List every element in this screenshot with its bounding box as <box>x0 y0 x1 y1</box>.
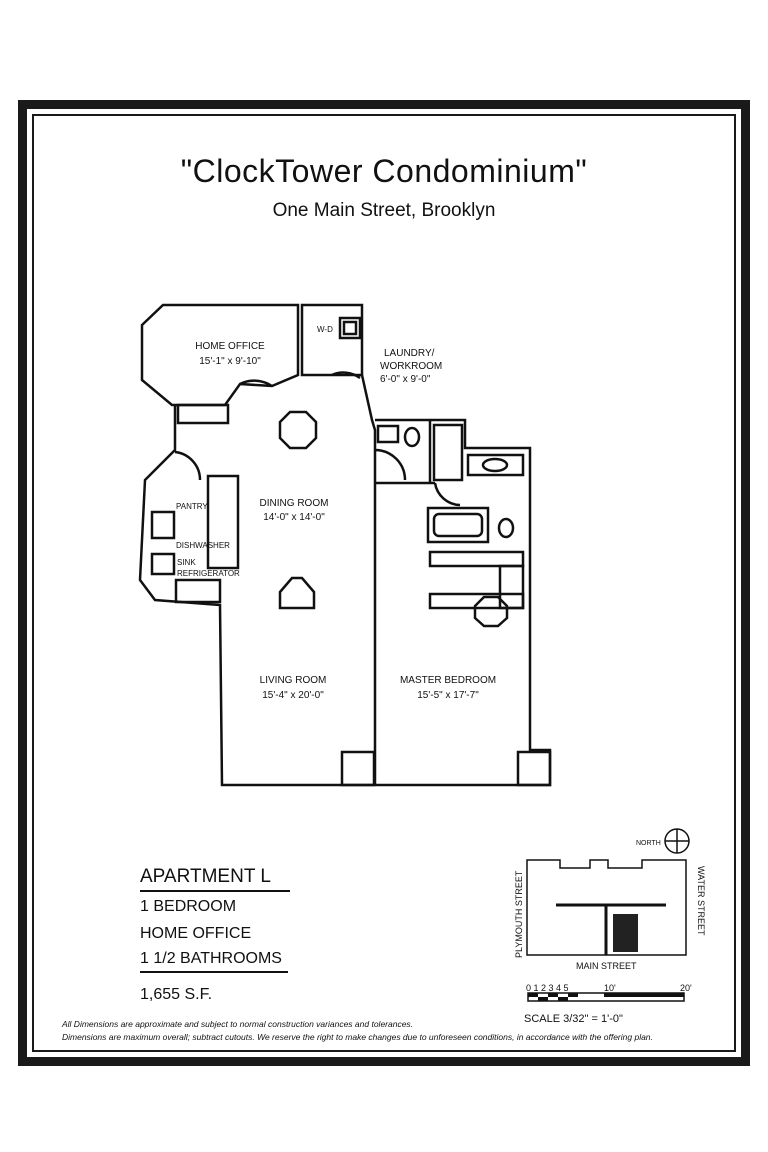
address-subtitle: One Main Street, Brooklyn <box>272 200 496 221</box>
vanity <box>466 453 525 477</box>
site-building-outline <box>526 859 687 956</box>
label-home-office: HOME OFFICE <box>195 341 265 352</box>
size-home-office: 15'-1" x 9'-10" <box>199 356 261 367</box>
closet-1 <box>428 550 525 568</box>
washer-dryer-box <box>338 316 362 340</box>
column-dining <box>278 410 318 450</box>
label-living: LIVING ROOM <box>260 675 327 686</box>
column-south-2 <box>516 750 552 787</box>
door-powder <box>374 448 407 481</box>
size-master: 15'-5" x 17'-7" <box>417 690 479 701</box>
sink <box>150 552 176 576</box>
label-water-street: WATER STREET <box>696 866 706 936</box>
apartment-bathrooms: 1 1/2 BATHROOMS <box>140 950 288 973</box>
label-laundry-1: LAUNDRY/ <box>384 348 435 359</box>
apartment-bedrooms: 1 BEDROOM <box>140 898 237 915</box>
home-office-wall <box>140 303 300 407</box>
office-closet <box>176 403 230 425</box>
size-dining: 14'-0" x 14'-0" <box>263 512 325 523</box>
refrigerator <box>174 578 222 604</box>
disclaimer-line-1: All Dimensions are approximate and subje… <box>62 1019 414 1029</box>
label-pantry: PANTRY <box>176 502 208 511</box>
toilet-powder <box>403 426 421 448</box>
label-refrigerator: REFRIGERATOR <box>177 569 240 578</box>
label-dining: DINING ROOM <box>260 498 329 509</box>
dining-east-wall <box>360 374 377 785</box>
column-south-1 <box>340 750 376 787</box>
scale-ticks-small: 0 1 2 3 4 5 <box>526 983 569 993</box>
apartment-area: 1,655 S.F. <box>140 986 213 1003</box>
door-kitchen <box>174 450 202 481</box>
sink-powder <box>376 424 400 444</box>
inner-border <box>32 114 736 1052</box>
page-title: "ClockTower Condominium" <box>180 153 588 189</box>
label-master: MASTER BEDROOM <box>400 675 496 686</box>
toilet-master <box>497 517 515 539</box>
label-plymouth-street: PLYMOUTH STREET <box>514 870 524 958</box>
label-laundry-2: WORKROOM <box>380 361 442 372</box>
laundry-wall <box>300 303 364 377</box>
size-living: 15'-4" x 20'-0" <box>262 690 324 701</box>
range <box>150 510 176 540</box>
door-office <box>239 379 273 388</box>
door-laundry <box>331 371 361 380</box>
outer-border <box>18 100 750 1066</box>
apartment-name: APARTMENT L <box>140 866 290 892</box>
scale-text: SCALE 3/32" = 1'-0" <box>524 1013 623 1025</box>
shower <box>432 423 464 482</box>
disclaimer-line-2: Dimensions are maximum overall; subtract… <box>62 1032 653 1042</box>
label-wd: W-D <box>317 325 333 334</box>
label-dishwasher: DISHWASHER <box>176 541 230 550</box>
living-west-wall <box>138 405 375 787</box>
label-main-street: MAIN STREET <box>576 961 637 971</box>
label-north: NORTH <box>636 840 661 847</box>
site-unit-location <box>613 914 638 952</box>
column-bedroom <box>473 595 509 628</box>
scale-tick-10: 10' <box>604 983 616 993</box>
apartment-office: HOME OFFICE <box>140 925 252 942</box>
size-laundry: 6'-0" x 9'-0" <box>380 374 431 385</box>
kitchen-island <box>206 474 240 570</box>
door-master-bath <box>433 482 461 507</box>
scale-tick-20: 20' <box>680 983 692 993</box>
fireplace <box>278 576 316 610</box>
bathtub <box>426 506 490 544</box>
label-sink: SINK <box>177 558 196 567</box>
